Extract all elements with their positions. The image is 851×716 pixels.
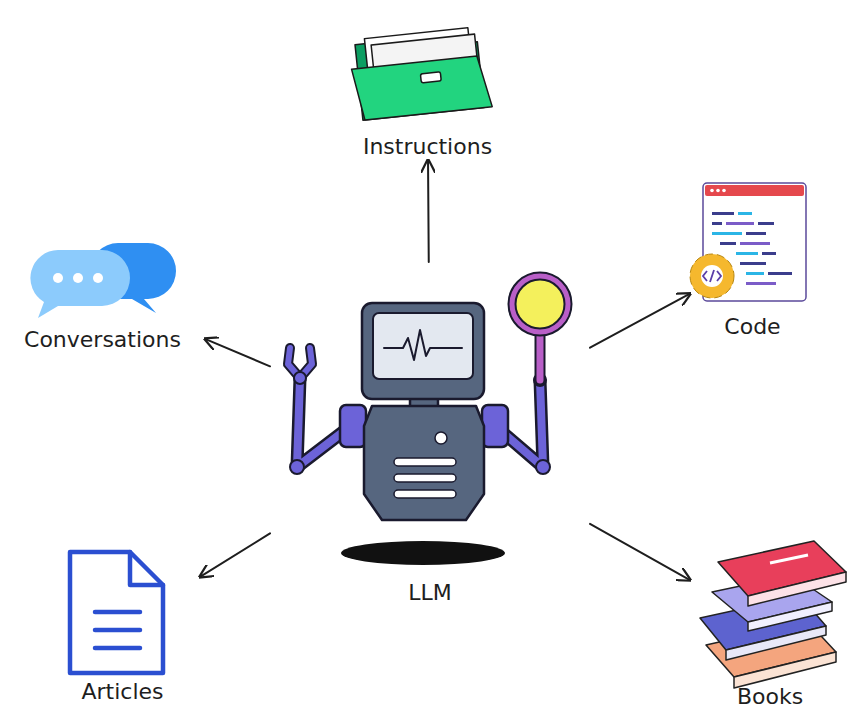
- robot-illustration-part: [512, 276, 568, 332]
- code-icon-part: [740, 242, 770, 245]
- books-icon: [700, 541, 846, 688]
- document-icon: [70, 552, 163, 673]
- code-icon-part: [768, 272, 792, 275]
- code-icon-part: [746, 272, 764, 275]
- code-icon-part: [720, 242, 736, 245]
- document-icon-part: [130, 552, 163, 585]
- robot-illustration-part: [364, 406, 484, 520]
- code-icon-part: [746, 282, 776, 285]
- source-node: Conversations: [0, 238, 205, 353]
- chat-icon-part: [53, 273, 63, 283]
- robot-illustration: [288, 276, 568, 565]
- code-icon-part: [701, 265, 723, 287]
- code-icon-part: [746, 232, 766, 235]
- robot-illustration-part: [341, 541, 505, 565]
- robot-illustration-part: [294, 372, 306, 384]
- robot-illustration-part: [482, 405, 508, 447]
- code-icon-part: [726, 222, 754, 225]
- arrow-connector: [200, 533, 270, 576]
- robot-illustration-part: [290, 460, 304, 474]
- chat-icon-part: [93, 273, 103, 283]
- source-node: Code: [690, 180, 815, 340]
- robot-illustration-part: [394, 490, 456, 498]
- arrow-connector: [427, 160, 430, 262]
- source-node: Books: [690, 540, 850, 710]
- source-node: Instructions: [335, 15, 520, 160]
- books-icon-part: [748, 572, 846, 606]
- code-icon-part: [738, 212, 752, 215]
- robot-illustration-part: [373, 313, 473, 379]
- node-label: Books: [737, 684, 803, 710]
- robot-illustration-part: [536, 460, 550, 474]
- code-icon-part: [695, 259, 729, 293]
- robot-illustration-part: [362, 303, 484, 399]
- robot-illustration-part: [384, 330, 462, 360]
- chat-icon-part: [30, 250, 130, 318]
- code-icon-part: [690, 254, 734, 298]
- arrow-connector: [590, 524, 690, 580]
- books-icon-part: [748, 602, 832, 631]
- node-label: Articles: [81, 679, 163, 705]
- code-icon-part: [740, 262, 766, 265]
- node-label: Conversations: [24, 327, 181, 353]
- robot-illustration-part: [394, 458, 456, 466]
- folder-icon-part: [352, 55, 493, 121]
- robot-illustration-part: [435, 432, 447, 444]
- arrow-connector: [205, 339, 270, 366]
- node-label: Code: [724, 314, 780, 340]
- code-icon-part: [710, 270, 714, 282]
- source-node: Articles: [45, 545, 200, 705]
- code-icon: [690, 183, 806, 301]
- robot-illustration-part: [512, 276, 568, 332]
- document-icon-part: [95, 646, 140, 651]
- folder-icon-part: [420, 72, 441, 83]
- books-icon-part: [726, 626, 826, 660]
- code-icon-part: [762, 252, 776, 255]
- code-icon-part: [712, 212, 734, 215]
- robot-illustration-part: [535, 332, 546, 380]
- code-icon-part: [717, 271, 721, 281]
- code-icon-part: [758, 222, 774, 225]
- code-icon-part: [716, 189, 720, 193]
- code-icon-part: [722, 189, 726, 193]
- code-icon-part: [736, 252, 758, 255]
- code-icon-part: [703, 271, 707, 281]
- code-icon-part: [710, 189, 714, 193]
- books-icon-part: [770, 555, 808, 563]
- robot-illustration-part: [394, 474, 456, 482]
- document-icon-part: [95, 610, 140, 615]
- robot-illustration-part: [537, 332, 544, 380]
- code-icon-part: [712, 232, 742, 235]
- code-icon-part: [705, 185, 804, 196]
- books-icon-part: [734, 652, 836, 688]
- document-icon-part: [95, 628, 140, 633]
- code-icon-part: [712, 222, 722, 225]
- hub-node: LLM: [270, 262, 590, 606]
- chat-icon-part: [73, 273, 83, 283]
- chat-icon: [30, 243, 176, 318]
- node-label: Instructions: [363, 134, 492, 160]
- node-label: LLM: [408, 580, 452, 606]
- robot-illustration-part: [340, 405, 366, 447]
- arrow-connector: [590, 294, 690, 348]
- folder-icon: [349, 26, 493, 121]
- document-icon-part: [70, 552, 163, 673]
